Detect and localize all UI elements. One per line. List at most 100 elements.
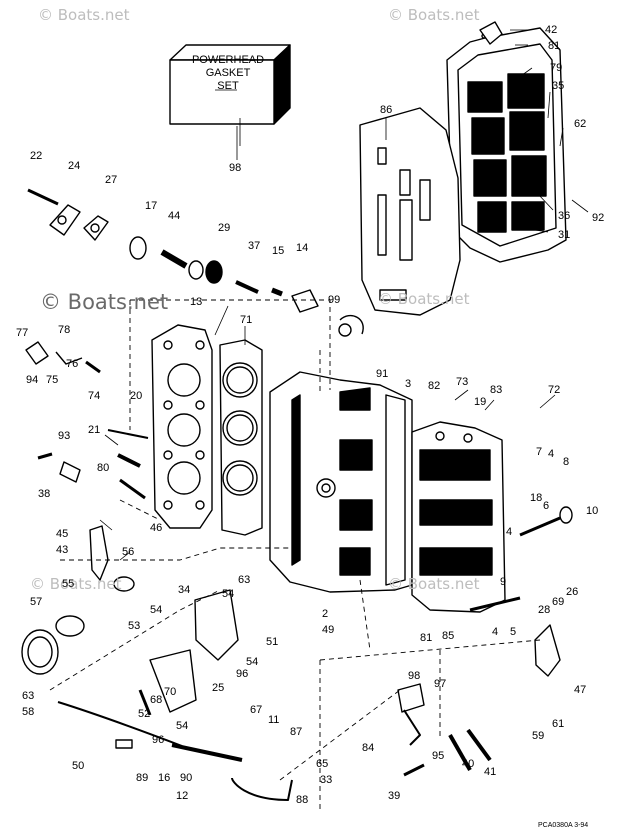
part-label: 49 [322, 624, 335, 636]
exhaust-cover [446, 21, 567, 263]
part-label: 8 [563, 456, 570, 468]
part-label: 82 [428, 380, 441, 392]
part-label: 31 [558, 229, 571, 241]
part-label: 67 [250, 704, 263, 716]
part-label: 44 [168, 210, 181, 222]
part-label: 70 [164, 686, 177, 698]
watermark: © Boats.net [378, 290, 470, 308]
part-label: 4 [492, 626, 499, 638]
part-label: 4 [506, 526, 513, 538]
part-label: 73 [456, 376, 469, 388]
part-label: 74 [88, 390, 101, 402]
part-label: 54 [246, 656, 259, 668]
part-label: 51 [266, 636, 279, 648]
part-label: 16 [158, 772, 171, 784]
part-label: 85 [442, 630, 455, 642]
part-label: 62 [574, 118, 587, 130]
part-label: 5 [510, 626, 517, 638]
part-label: 45 [56, 528, 69, 540]
part-label: 17 [145, 200, 158, 212]
part-label: 63 [22, 690, 35, 702]
diagram-code: PCA0380A 3-94 [538, 822, 589, 829]
part-label: 10 [586, 505, 599, 517]
part-label: 92 [592, 212, 605, 224]
part-label: 63 [238, 574, 251, 586]
part-label: 39 [388, 790, 401, 802]
part-label: 24 [68, 160, 81, 172]
part-label: 96 [152, 734, 165, 746]
gasket-set-label: POWERHEAD GASKET SET [178, 54, 278, 93]
part-label: 88 [296, 794, 309, 806]
part-label: 77 [16, 327, 29, 339]
part-label: 75 [46, 374, 59, 386]
part-label: 90 [180, 772, 193, 784]
gasket-set-line: POWERHEAD [191, 54, 265, 66]
part-label: 76 [66, 358, 79, 370]
crankcase-cover [411, 421, 506, 613]
gasket-set-box [169, 44, 291, 125]
part-label: 38 [38, 488, 51, 500]
watermark: © Boats.net [388, 6, 480, 24]
part-label: 98 [229, 162, 242, 174]
lower-right-parts [397, 506, 573, 777]
part-label: 43 [56, 544, 69, 556]
part-label: 83 [490, 384, 503, 396]
part-label: 9 [500, 576, 507, 588]
part-label: 40 [462, 758, 475, 770]
part-label: 28 [538, 604, 551, 616]
part-label: 13 [190, 296, 203, 308]
part-label: 99 [328, 294, 341, 306]
part-label: 4 [548, 448, 555, 460]
gasket-set-line: GASKET [205, 67, 251, 79]
part-label: 56 [122, 546, 135, 558]
part-label: 58 [22, 706, 35, 718]
part-label: 18 [530, 492, 543, 504]
part-label: 19 [474, 396, 487, 408]
part-label: 96 [236, 668, 249, 680]
part-label: 42 [545, 24, 558, 36]
part-label: 78 [58, 324, 71, 336]
part-label: 81 [420, 632, 433, 644]
part-label: 98 [408, 670, 421, 682]
head-gasket [219, 339, 263, 536]
part-label: 11 [268, 714, 280, 726]
part-label: 54 [150, 604, 163, 616]
part-label: 80 [97, 462, 110, 474]
part-label: 27 [105, 174, 118, 186]
part-label: 20 [130, 390, 143, 402]
part-label: 25 [212, 682, 225, 694]
part-label: 52 [138, 708, 151, 720]
part-label: 3 [405, 378, 412, 390]
part-label: 87 [290, 726, 303, 738]
part-label: 46 [150, 522, 163, 534]
part-label: 97 [434, 678, 447, 690]
part-label: 50 [72, 760, 85, 772]
leader-lines [99, 29, 589, 561]
part-label: 68 [150, 694, 163, 706]
part-label: 61 [552, 718, 565, 730]
part-label: 53 [128, 620, 141, 632]
part-label: 14 [296, 242, 309, 254]
part-label: 2 [322, 608, 329, 620]
part-label: 69 [552, 596, 565, 608]
part-label: 22 [30, 150, 43, 162]
part-label: 94 [26, 374, 39, 386]
exhaust-gasket [359, 107, 461, 316]
part-label: 91 [376, 368, 389, 380]
part-label: 26 [566, 586, 579, 598]
part-label: 65 [316, 758, 329, 770]
cylinder-block [269, 371, 413, 593]
part-label: 7 [536, 446, 543, 458]
part-label: 36 [558, 210, 571, 222]
assembly-lines [49, 299, 541, 810]
part-label: 71 [240, 314, 253, 326]
part-label: 54 [222, 588, 235, 600]
small-parts [25, 188, 364, 500]
part-label: 55 [62, 578, 75, 590]
part-label: 86 [380, 104, 393, 116]
part-label: 34 [178, 584, 191, 596]
watermark: © Boats.net [40, 290, 169, 314]
part-label: 41 [484, 766, 497, 778]
part-label: 33 [320, 774, 333, 786]
